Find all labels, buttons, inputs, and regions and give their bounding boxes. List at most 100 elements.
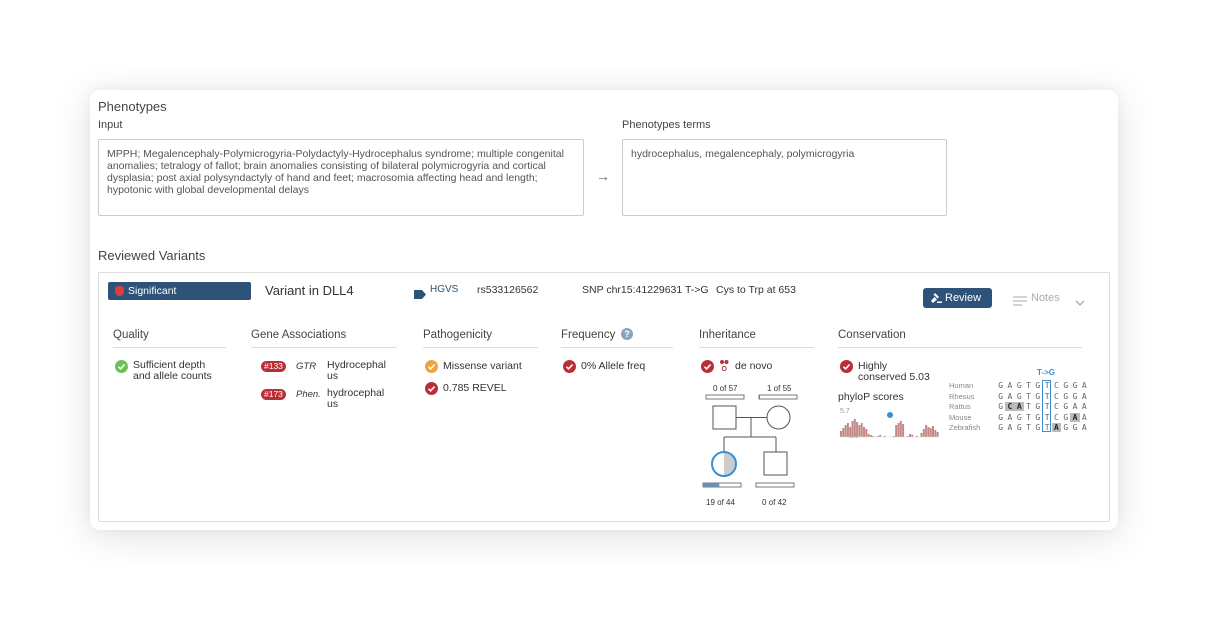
base: C: [1054, 381, 1059, 390]
phylop-bar: [851, 421, 854, 437]
base: C: [1005, 402, 1015, 411]
base: T: [1026, 381, 1031, 390]
phylop-label: phyloP scores: [838, 391, 904, 403]
base: A: [1081, 423, 1087, 432]
proband-bar-fill: [703, 483, 720, 487]
base: T: [1044, 381, 1050, 390]
phylop-bar: [840, 431, 842, 437]
phylop-bar: [849, 427, 852, 437]
species-name: Rattus: [949, 402, 971, 411]
phenotype-terms-field[interactable]: hydrocephalus, megalencephaly, polymicro…: [622, 139, 947, 216]
main-card: Phenotypes Input MPPH; Megalencephaly-Po…: [90, 90, 1118, 530]
base: A: [1007, 412, 1013, 422]
review-button[interactable]: Review: [923, 288, 992, 308]
significance-badge: Significant: [108, 282, 251, 300]
base: T: [1026, 402, 1031, 411]
mother-count: 1 of 55: [767, 384, 792, 393]
phen-phenotype-line2[interactable]: us: [327, 398, 339, 410]
phylop-bar: [902, 424, 905, 437]
phylop-bar: [872, 436, 875, 437]
chevron-down-icon[interactable]: [1075, 294, 1085, 312]
quality-line1: Sufficient depth: [133, 359, 206, 371]
mother-bar: [758, 394, 798, 400]
allele-freq-text: 0% Allele freq: [581, 360, 646, 372]
phylop-bar: [856, 422, 859, 437]
notes-icon[interactable]: [1013, 293, 1027, 311]
base: G: [1072, 391, 1078, 401]
base: G: [1035, 381, 1041, 390]
base: G: [1063, 402, 1069, 411]
gtr-phenotype-line1[interactable]: Hydrocephal: [327, 359, 386, 371]
phylop-bar: [909, 434, 911, 437]
phylop-bar: [922, 429, 925, 437]
base: G: [1072, 423, 1078, 432]
proband-count: 19 of 44: [706, 498, 735, 507]
phylop-max-label: 5.7: [840, 408, 850, 415]
phylop-bar: [915, 436, 918, 437]
conserved-line2: conserved 5.03: [858, 371, 930, 383]
base: A: [1070, 412, 1080, 422]
check-icon: [563, 360, 576, 373]
gene-associations-header: Gene Associations: [251, 329, 397, 348]
phylop-bar: [844, 425, 847, 437]
base: G: [1035, 423, 1041, 432]
phylop-bar: [925, 425, 928, 437]
base: T: [1026, 412, 1031, 422]
base: G: [1063, 412, 1069, 422]
gtr-count-badge[interactable]: #133: [261, 361, 286, 372]
base: G: [1016, 423, 1022, 432]
tag-icon: [414, 286, 426, 299]
base: A: [1081, 381, 1087, 390]
phylop-bar: [897, 423, 900, 437]
terms-label: Phenotypes terms: [622, 119, 711, 131]
species-name: Mouse: [949, 412, 972, 422]
notes-label[interactable]: Notes: [1031, 292, 1060, 304]
base: G: [1035, 412, 1041, 422]
phenotype-input[interactable]: MPPH; Megalencephaly-Polymicrogyria-Poly…: [98, 139, 584, 216]
quality-line2: and allele counts: [133, 370, 212, 382]
phylop-bar: [858, 425, 861, 437]
phen-phenotype-line1[interactable]: hydrocephal: [327, 387, 385, 399]
phylop-bar: [853, 419, 856, 437]
phylop-bar: [899, 421, 902, 437]
variant-card: Significant Variant in DLL4 HGVS rs53312…: [98, 272, 1110, 522]
phylop-bar: [895, 425, 898, 437]
base: C: [1054, 391, 1059, 401]
gtr-source: GTR: [296, 361, 317, 372]
base: A: [1007, 381, 1013, 390]
check-icon: [425, 382, 438, 395]
phylop-bar: [879, 435, 882, 437]
check-icon: [840, 360, 853, 373]
aa-change: Cys to Trp at 653: [716, 284, 796, 296]
phen-count-badge[interactable]: #173: [261, 389, 286, 400]
shield-icon: [115, 285, 124, 297]
base: T: [1026, 391, 1031, 401]
base: A: [1007, 423, 1013, 432]
phylop-chart: [839, 412, 939, 438]
base: A: [1014, 402, 1024, 411]
variant-marker: [887, 412, 893, 418]
phenotypes-title: Phenotypes: [98, 99, 167, 114]
phylop-bar: [934, 430, 937, 437]
help-icon[interactable]: ?: [621, 328, 633, 340]
base: G: [998, 423, 1004, 432]
base: G: [1072, 381, 1078, 390]
base: T: [1044, 402, 1050, 411]
de-novo-text: de novo: [735, 360, 773, 372]
mutation-label: T->G: [1037, 368, 1056, 377]
hgvs-link[interactable]: HGVS: [430, 284, 459, 295]
base: A: [1081, 402, 1087, 411]
base: C: [1054, 412, 1059, 422]
phylop-bar: [865, 429, 868, 437]
phylop-bar: [883, 436, 886, 437]
missense-text: Missense variant: [443, 360, 522, 372]
proband-left-half: [712, 452, 724, 476]
inheritance-header: Inheritance: [699, 329, 814, 348]
species-name: Zebrafish: [949, 423, 981, 432]
base: G: [1063, 423, 1069, 432]
gtr-phenotype-line2[interactable]: us: [327, 370, 339, 382]
